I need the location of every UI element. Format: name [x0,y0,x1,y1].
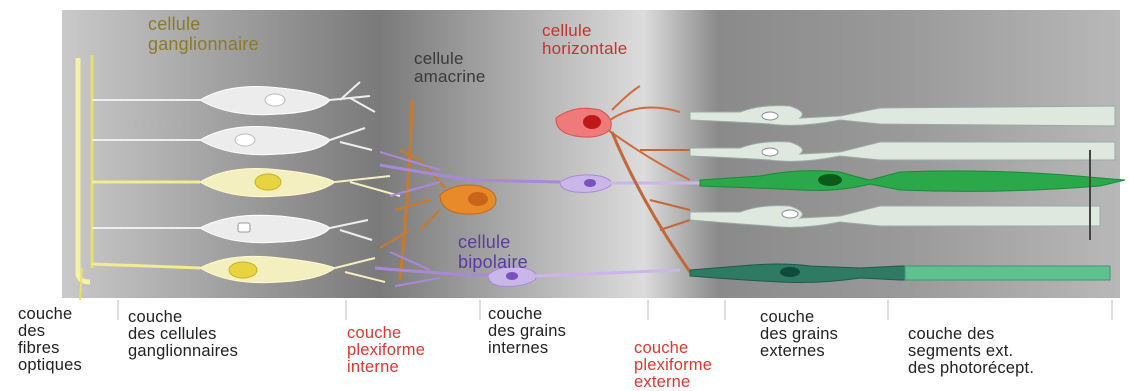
label-horizontal-cell: cellule horizontale [542,22,627,58]
label-amacrine-cell: cellule amacrine [414,50,486,86]
layer-outer-nuclear: couche des grains externes [760,309,838,360]
layer-optic-fibers: couche des fibres optiques [18,306,82,374]
layer-ganglion-cells: couche des cellules ganglionnaires [128,309,238,360]
layer-dividers [118,300,1112,320]
label-ganglion-cell: cellule ganglionnaire [148,14,259,54]
label-bipolar-cell: cellule bipolaire [458,232,528,272]
layer-inner-nuclear: couche des grains internes [488,306,566,357]
layer-photoreceptor-segments: couche des segments ext. des photorécept… [908,326,1034,377]
layer-inner-plexiform: couche plexiforme interne [347,325,425,376]
layer-outer-plexiform: couche plexiforme externe [634,340,712,391]
